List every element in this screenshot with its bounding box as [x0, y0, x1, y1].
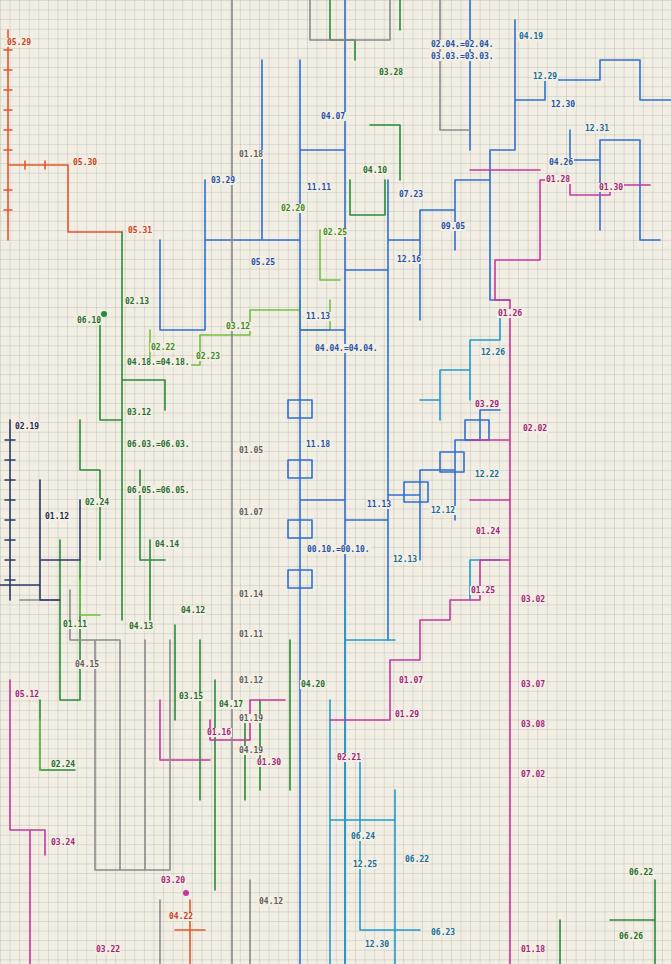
date-label: 07.02 — [520, 770, 546, 779]
date-label: 04.07 — [320, 112, 346, 121]
date-label: 12.29 — [532, 72, 558, 81]
date-label: 12.30 — [550, 100, 576, 109]
date-label: 01.11 — [238, 630, 264, 639]
date-label: 03.22 — [95, 945, 121, 954]
date-label: 04.26 — [548, 158, 574, 167]
date-label: 02.20 — [280, 204, 306, 213]
date-label: 01.30 — [598, 183, 624, 192]
date-label: 04.12 — [180, 606, 206, 615]
date-label: 01.19 — [238, 714, 264, 723]
date-label: 04.17 — [218, 700, 244, 709]
date-label: 01.18 — [238, 150, 264, 159]
date-label: 04.14 — [154, 540, 180, 549]
date-label: 11.13 — [305, 312, 331, 321]
date-label: 12.12 — [430, 506, 456, 515]
date-label: 02.24 — [50, 760, 76, 769]
date-label: 01.05 — [238, 446, 264, 455]
date-label: 03.02 — [520, 595, 546, 604]
date-label: 01.30 — [256, 758, 282, 767]
date-label: 01.07 — [238, 508, 264, 517]
date-label: 12.16 — [396, 255, 422, 264]
date-label: 01.29 — [394, 710, 420, 719]
date-label: 03.08 — [520, 720, 546, 729]
date-label: 03.20 — [160, 876, 186, 885]
date-label: 04.12 — [258, 897, 284, 906]
date-label: 04.10 — [362, 166, 388, 175]
date-label: 05.12 — [14, 690, 40, 699]
date-label: 02.21 — [336, 753, 362, 762]
date-label: 09.05 — [440, 222, 466, 231]
date-label: 02.13 — [124, 297, 150, 306]
date-label: 02.19 — [14, 422, 40, 431]
date-label: 03.15 — [178, 692, 204, 701]
date-label: 03.12 — [225, 322, 251, 331]
date-label: 05.30 — [72, 158, 98, 167]
date-label: 12.25 — [352, 860, 378, 869]
date-label: 06.22 — [404, 855, 430, 864]
date-label: 02.24 — [84, 498, 110, 507]
date-label: 06.03.=06.03. — [126, 440, 191, 449]
date-label: 06.24 — [350, 832, 376, 841]
date-label: 01.07 — [398, 676, 424, 685]
date-label: 03.12 — [126, 408, 152, 417]
date-label: 04.13 — [128, 622, 154, 631]
date-label: 05.31 — [127, 226, 153, 235]
date-label: 06.05.=06.05. — [126, 486, 191, 495]
date-label: 01.24 — [475, 527, 501, 536]
date-label: 03.03.=03.03. — [430, 52, 495, 61]
date-label: 11.13 — [366, 500, 392, 509]
date-label: 02.22 — [150, 343, 176, 352]
date-label: 02.25 — [322, 228, 348, 237]
date-label: 01.25 — [470, 586, 496, 595]
date-label: 03.29 — [474, 400, 500, 409]
date-label: 01.26 — [497, 309, 523, 318]
date-label: 00.10.=00.10. — [306, 545, 371, 554]
date-label: 01.28 — [545, 175, 571, 184]
date-label: 03.29 — [210, 176, 236, 185]
date-label: 01.18 — [520, 945, 546, 954]
date-label: 01.12 — [238, 676, 264, 685]
date-label: 12.31 — [584, 124, 610, 133]
date-label: 03.24 — [50, 838, 76, 847]
date-label: 05.29 — [6, 38, 32, 47]
date-label: 02.04.=02.04. — [430, 40, 495, 49]
date-label: 04.19 — [238, 746, 264, 755]
date-label: 05.25 — [250, 258, 276, 267]
date-label: 12.22 — [474, 470, 500, 479]
date-label: 02.02 — [522, 424, 548, 433]
date-label: 06.22 — [628, 868, 654, 877]
date-label: 04.18.=04.18. — [126, 358, 191, 367]
date-label: 04.20 — [300, 680, 326, 689]
date-label: 12.13 — [392, 555, 418, 564]
date-label: 11.11 — [306, 183, 332, 192]
date-label: 06.26 — [618, 932, 644, 941]
date-label: 04.19 — [518, 32, 544, 41]
date-label: 03.28 — [378, 68, 404, 77]
date-label: 04.22 — [168, 912, 194, 921]
date-label: 04.04.=04.04. — [314, 344, 379, 353]
date-label: 02.23 — [195, 352, 221, 361]
date-label: 01.11 — [62, 620, 88, 629]
date-label: 06.10 — [76, 316, 102, 325]
date-label: 06.23 — [430, 928, 456, 937]
date-label: 03.07 — [520, 680, 546, 689]
date-label: 01.16 — [206, 728, 232, 737]
date-label: 04.15 — [74, 660, 100, 669]
date-label: 07.23 — [398, 190, 424, 199]
date-label: 12.26 — [480, 348, 506, 357]
date-label: 01.12 — [44, 512, 70, 521]
date-label: 11.18 — [305, 440, 331, 449]
date-label: 12.30 — [364, 940, 390, 949]
date-label: 01.14 — [238, 590, 264, 599]
